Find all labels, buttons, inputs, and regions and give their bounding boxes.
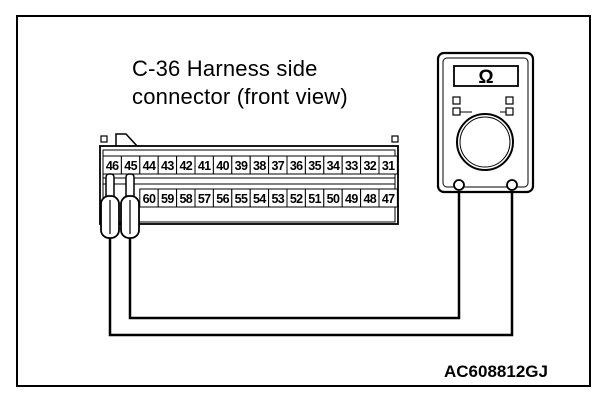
connector-pin-cell <box>378 155 398 175</box>
meter-indicator <box>505 107 514 116</box>
connector-pin-number: 31 <box>382 159 395 173</box>
connector-pin-number: 43 <box>161 159 174 173</box>
connector-bottom-row: 60 59 58 57 56 55 54 53 52 51 50 49 48 47 <box>139 188 398 208</box>
connector-pin-number: 46 <box>106 159 119 173</box>
connector-inner-frame <box>102 149 396 223</box>
connector-pin-number: 47 <box>382 192 395 206</box>
connector-pin-number: 50 <box>327 192 340 206</box>
meter-terminal-com <box>453 179 465 191</box>
meter-indicator <box>452 96 461 105</box>
multimeter-inner <box>442 57 529 188</box>
connector-latch <box>115 133 140 148</box>
connector-pin-number: 32 <box>363 159 376 173</box>
connector-pin-number: 48 <box>363 192 376 206</box>
connector-pin-number: 57 <box>198 192 211 206</box>
connector-pin-number: 39 <box>235 159 248 173</box>
diagram-title-line-1: C-36 Harness side <box>132 56 318 81</box>
connector-top-row: 46 45 44 43 42 41 40 39 38 37 36 35 34 33 32 31 <box>102 155 398 175</box>
ohm-symbol: Ω <box>478 67 493 88</box>
test-leads <box>100 173 514 337</box>
connector-pin-number: 33 <box>345 159 358 173</box>
connector-pin-number: 54 <box>253 192 266 206</box>
connector-pin-number: 37 <box>271 159 284 173</box>
connector-pin-number: 36 <box>290 159 303 173</box>
figure-border <box>16 15 591 387</box>
figure-id-label: AC608812GJ <box>444 362 548 381</box>
connector-pin-number: 34 <box>327 159 340 173</box>
connector-pin-number: 42 <box>179 159 192 173</box>
connector-pin-number: 59 <box>161 192 174 206</box>
connector-c36: 46 45 44 43 42 41 40 39 38 37 36 35 34 33 32 31 60 59 58 5… <box>99 133 399 225</box>
diagram-title-line-2: connector (front view) <box>132 84 348 109</box>
probe-pin-45 <box>120 173 140 239</box>
connector-pin-number: 41 <box>198 159 211 173</box>
meter-terminal-v-ohm <box>506 179 518 191</box>
connector-pin-cell <box>378 188 398 208</box>
multimeter: Ω <box>436 51 535 194</box>
rotary-dial-inner <box>459 116 511 168</box>
multimeter-display <box>453 65 519 87</box>
connector-pin-number: 40 <box>216 159 229 173</box>
rotary-dial <box>456 113 514 171</box>
probe-pin-46 <box>100 173 120 239</box>
connector-pin-number: 56 <box>216 192 229 206</box>
connector-pin-number: 52 <box>290 192 303 206</box>
meter-indicator <box>505 96 514 105</box>
test-lead-wire-outer <box>108 190 514 337</box>
connector-pin-number: 44 <box>143 159 156 173</box>
connector-pin-number: 38 <box>253 159 266 173</box>
connector-pin-number: 53 <box>271 192 284 206</box>
connector-pin-number: 58 <box>179 192 192 206</box>
test-lead-wire-inner <box>128 190 461 320</box>
connector-pin-number: 60 <box>143 192 156 206</box>
meter-indicator <box>452 107 461 116</box>
connector-pin-number: 45 <box>124 159 137 173</box>
connector-pin-number: 49 <box>345 192 358 206</box>
connector-corner-mark <box>391 135 399 143</box>
connector-pin-number: 35 <box>308 159 321 173</box>
connector-pin-number: 55 <box>235 192 248 206</box>
connector-corner-mark <box>100 135 108 143</box>
connector-pin-number: 51 <box>308 192 321 206</box>
